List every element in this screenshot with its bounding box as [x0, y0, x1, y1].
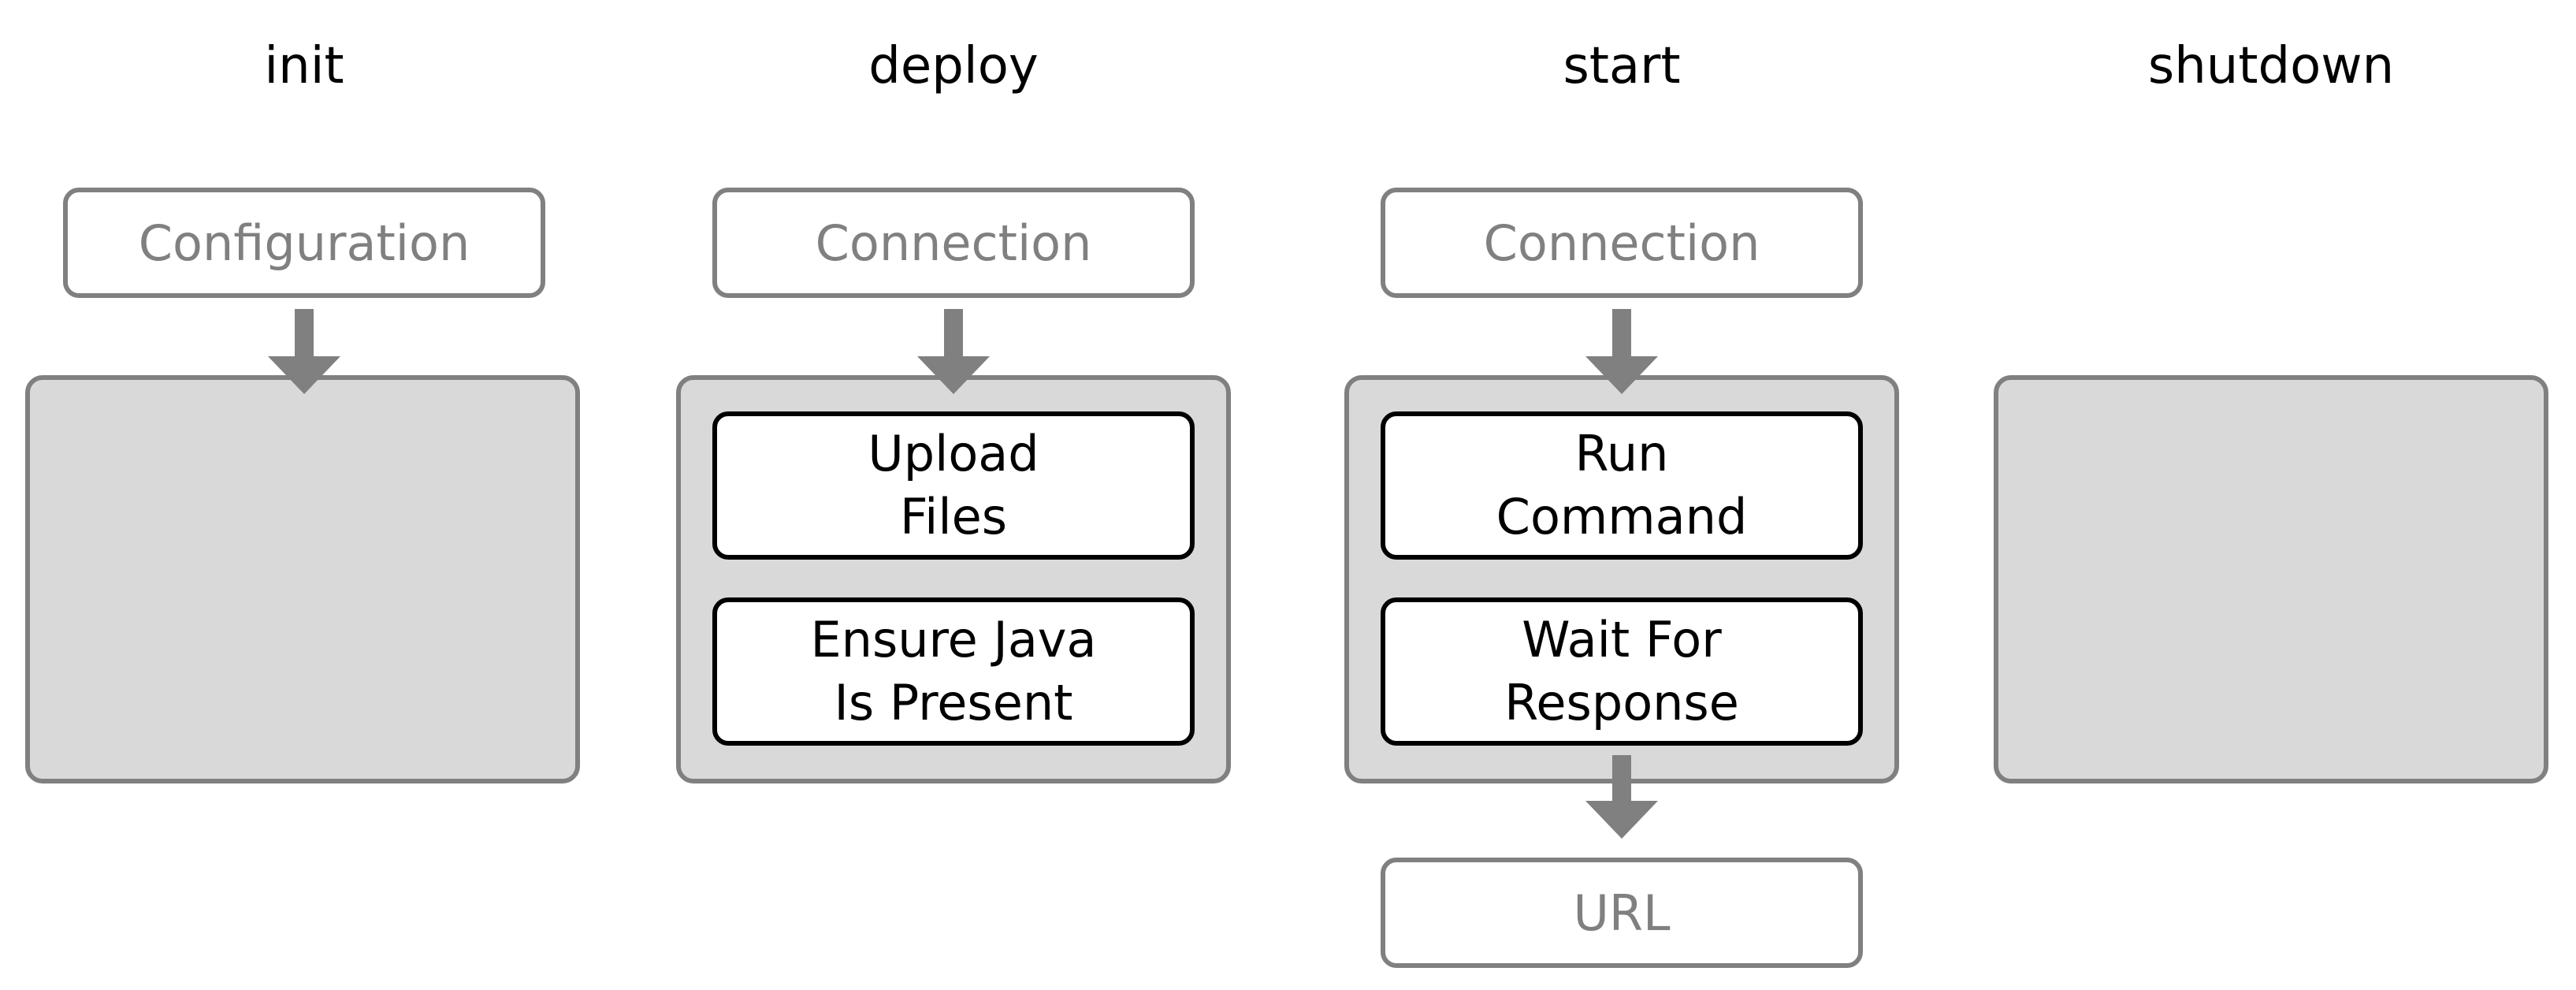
- arrow-init-input: [268, 309, 340, 394]
- stage-panel-init: [25, 375, 580, 783]
- task-upload-files: Upload Files: [712, 411, 1195, 560]
- arrow-start-output: [1585, 755, 1658, 839]
- arrow-start-input: [1585, 309, 1658, 394]
- stage-panel-shutdown: [1994, 375, 2548, 783]
- task-wait-for-response: Wait For Response: [1381, 597, 1863, 746]
- init-input-configuration: Configuration: [63, 188, 545, 298]
- task-run-command: Run Command: [1381, 411, 1863, 560]
- stage-panel-deploy: Upload Files Ensure Java Is Present: [676, 375, 1231, 783]
- start-output-url: URL: [1381, 858, 1863, 968]
- stage-title-deploy: deploy: [868, 37, 1039, 95]
- task-ensure-java-present: Ensure Java Is Present: [712, 597, 1195, 746]
- start-input-connection: Connection: [1381, 188, 1863, 298]
- arrow-deploy-input: [917, 309, 990, 394]
- stage-title-init: init: [264, 37, 344, 95]
- stage-panel-start: Run Command Wait For Response: [1344, 375, 1899, 783]
- deploy-input-connection: Connection: [712, 188, 1195, 298]
- stage-title-start: start: [1563, 37, 1681, 95]
- stage-title-shutdown: shutdown: [2147, 37, 2395, 95]
